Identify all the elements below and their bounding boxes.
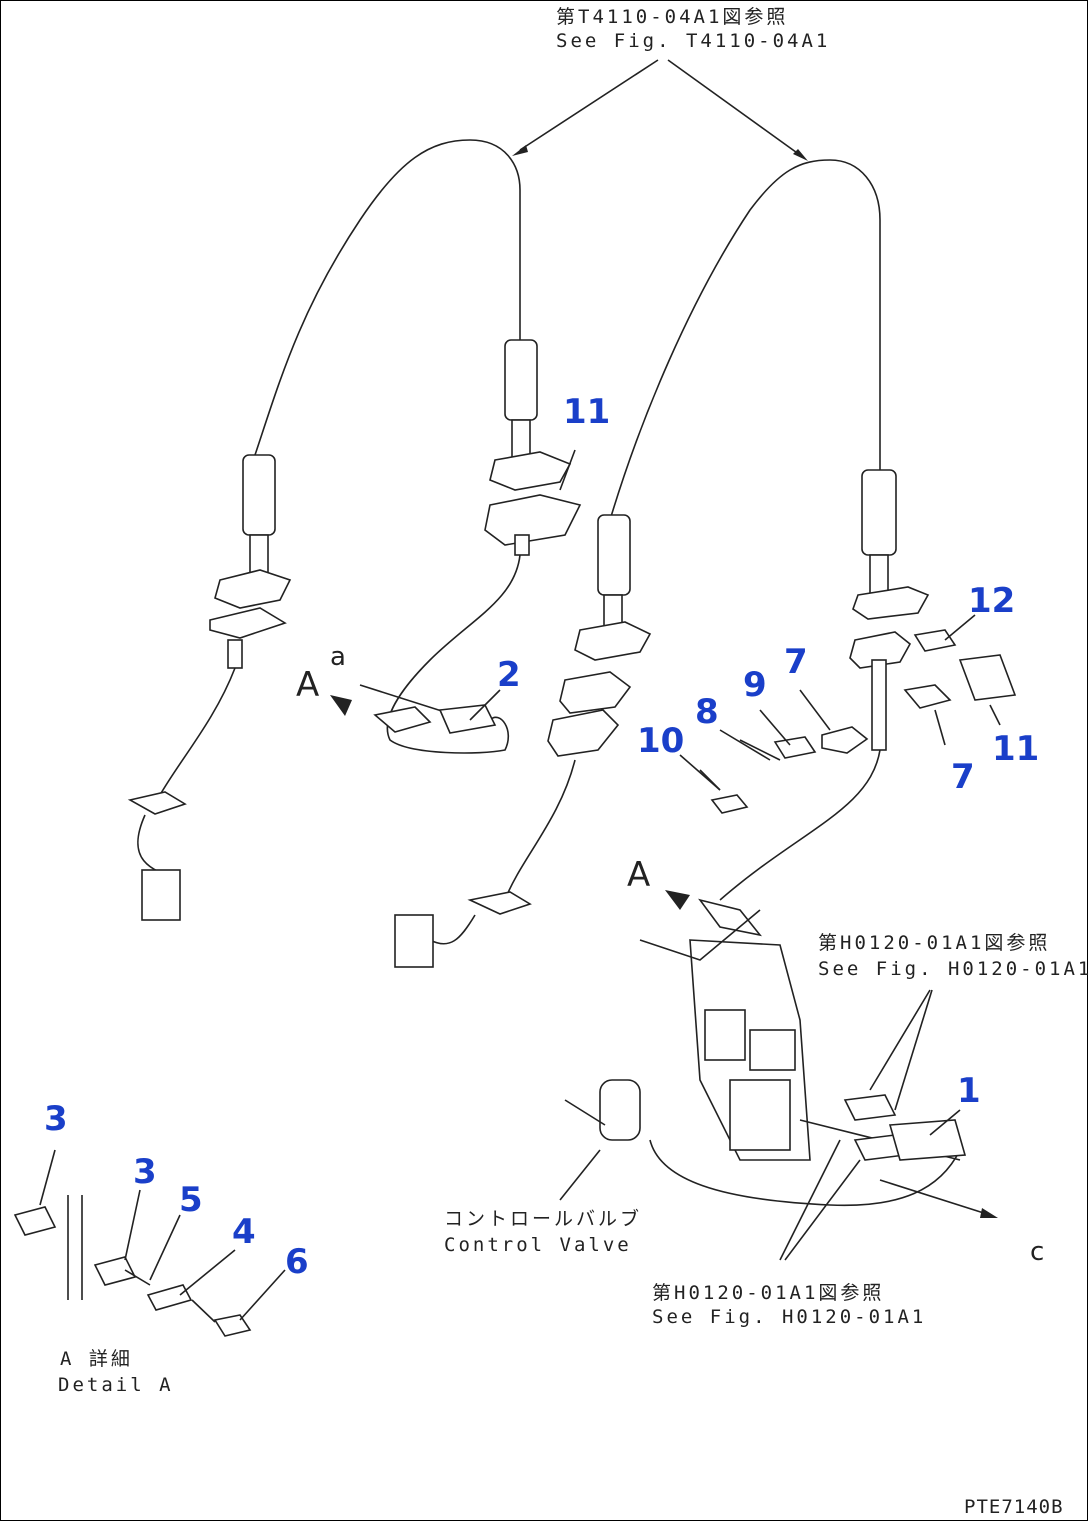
control-valve-label-en: Control Valve bbox=[444, 1234, 632, 1256]
callout-4: 4 bbox=[232, 1212, 256, 1252]
right-reference-en: See Fig. H0120-01A1 bbox=[818, 958, 1090, 980]
center-upper-hose bbox=[386, 339, 582, 754]
marker-a-arrow-1: A bbox=[296, 665, 320, 705]
right-hose bbox=[609, 159, 930, 901]
control-valve-label-jp: コントロールバルブ bbox=[444, 1208, 643, 1230]
top-reference-en: See Fig. T4110-04A1 bbox=[556, 30, 831, 52]
callout-12: 12 bbox=[968, 581, 1016, 621]
marker-c: c bbox=[1030, 1237, 1045, 1267]
control-valve bbox=[559, 890, 998, 1261]
part-2-fitting bbox=[330, 684, 497, 734]
callout-leaders bbox=[39, 449, 1001, 1321]
detail-a-label-en: Detail A bbox=[58, 1374, 174, 1396]
callout-7-lower: 7 bbox=[951, 757, 975, 797]
detail-a-drawing bbox=[13, 1195, 252, 1337]
callout-6: 6 bbox=[285, 1242, 309, 1282]
callout-9: 9 bbox=[743, 665, 767, 705]
detail-a-label-jp: A 詳細 bbox=[60, 1348, 133, 1370]
bottom-reference-jp: 第H0120-01A1図参照 bbox=[652, 1282, 885, 1304]
middle-hose bbox=[394, 514, 652, 968]
callout-3-right: 3 bbox=[133, 1152, 157, 1192]
left-hose bbox=[127, 139, 521, 921]
callout-11-right: 11 bbox=[992, 729, 1040, 769]
drawing-number: PTE7140B bbox=[964, 1496, 1064, 1518]
callout-7-upper: 7 bbox=[784, 642, 808, 682]
callout-2: 2 bbox=[497, 655, 521, 695]
callout-5: 5 bbox=[179, 1180, 203, 1220]
bottom-reference-en: See Fig. H0120-01A1 bbox=[652, 1306, 927, 1328]
marker-a-arrow-2: A bbox=[627, 855, 651, 895]
marker-a-small: a bbox=[330, 642, 346, 672]
callout-8: 8 bbox=[695, 692, 719, 732]
small-fittings bbox=[699, 629, 1017, 814]
callout-1: 1 bbox=[957, 1071, 981, 1111]
callout-3-left: 3 bbox=[44, 1099, 68, 1139]
right-reference-jp: 第H0120-01A1図参照 bbox=[818, 932, 1051, 954]
top-reference-arrows bbox=[512, 59, 808, 161]
callout-11-upper: 11 bbox=[563, 392, 611, 432]
top-reference-jp: 第T4110-04A1図参照 bbox=[556, 6, 789, 28]
callout-10: 10 bbox=[637, 721, 685, 761]
